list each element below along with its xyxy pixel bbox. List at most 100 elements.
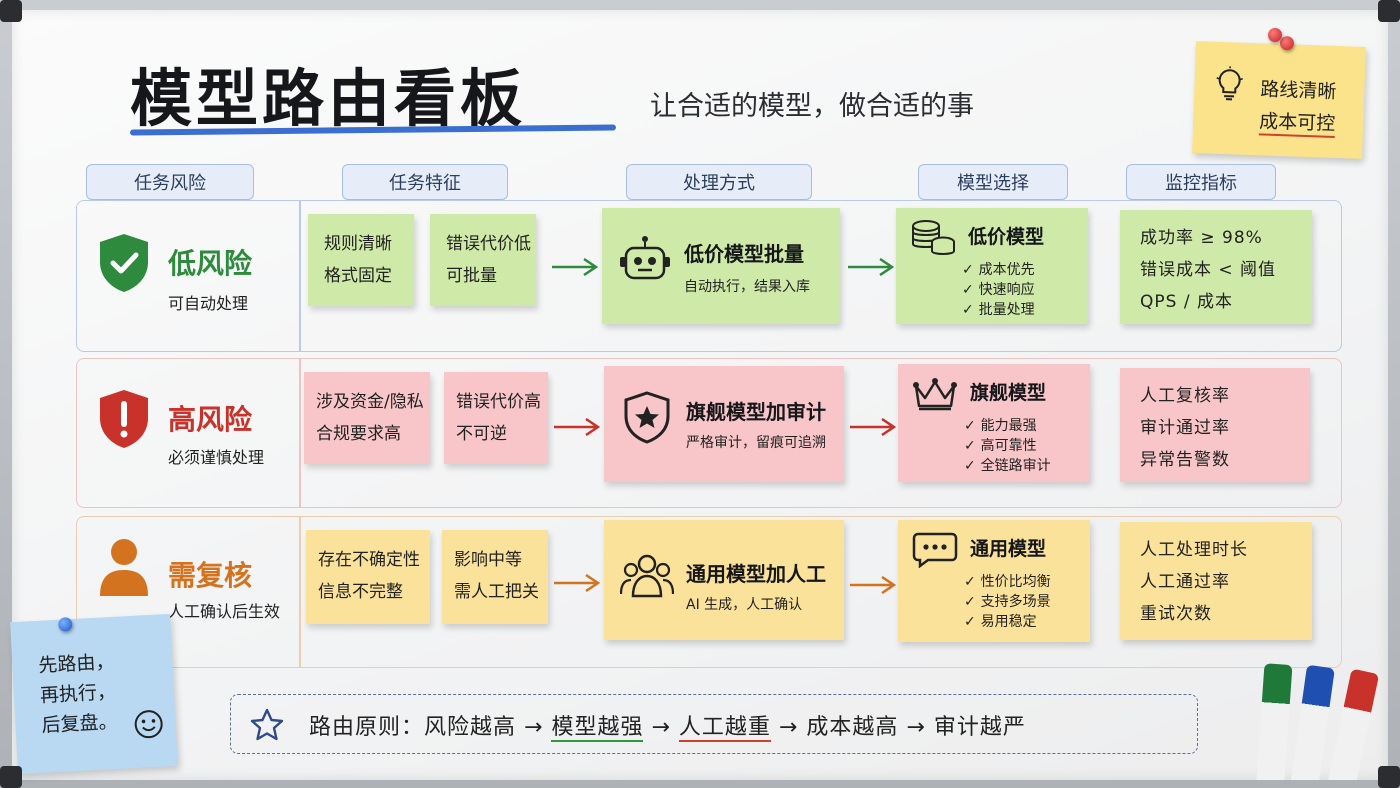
frame-corner [1378,766,1400,788]
row-divider [299,517,301,667]
pin-icon [1279,36,1295,51]
model-card-high: 旗舰模型 能力最强 高可靠性 全链路审计 [898,364,1090,482]
principle-arrow: → [778,715,799,740]
principle-step: 模型越强 [551,715,644,742]
feature-text: 影响中等 需人工把关 [454,550,539,602]
pin-icon [57,617,73,632]
coins-icon [912,220,955,255]
arrow-right-icon [850,418,896,436]
model-point: 成本优先 [962,260,1035,280]
model-point: 全链路审计 [964,456,1051,476]
feature-text: 错误代价低 可批量 [446,234,531,286]
page-title: 模型路由看板 [130,62,527,135]
frame-corner [0,0,22,22]
process-card-review: 通用模型加人工 AI 生成，人工确认 [604,520,844,640]
feature-note: 涉及资金/隐私 合规要求高 [304,372,430,464]
shield-star-icon [624,391,670,444]
principle-arrow: → [906,715,926,740]
model-point: 批量处理 [962,300,1035,320]
process-sub: 严格审计，留痕可追溯 [686,435,826,451]
sticky-note-route: 路线清晰 成本可控 [1192,36,1366,159]
feature-note: 影响中等 需人工把关 [442,530,548,624]
model-title: 低价模型 [968,226,1045,248]
model-point: 易用稳定 [964,612,1051,632]
process-title: 旗舰模型加审计 [686,400,826,424]
frame-corner [1378,0,1400,22]
risk-sub-low: 可自动处理 [168,294,249,313]
process-card-low: 低价模型批量 自动执行，结果入库 [602,208,840,324]
process-sub: 自动执行，结果入库 [684,279,810,295]
arrow-right-icon [554,574,600,592]
row-divider [299,201,301,351]
feature-text: 规则清晰 格式固定 [324,234,392,286]
model-card-low: 低价模型 成本优先 快速响应 批量处理 [896,208,1088,324]
row-review [76,516,1342,668]
model-points: 成本优先 快速响应 批量处理 [962,260,1035,320]
principle-step: 人工越重 [678,715,771,742]
model-point: 能力最强 [964,416,1051,436]
column-header-feature: 任务特征 [342,164,508,200]
note-line-1: 路线清晰 [1259,78,1337,103]
principle-arrow: → [524,715,544,740]
person-icon [100,539,148,596]
red-marker [1324,668,1380,780]
model-point: 快速响应 [962,280,1035,300]
smiley-icon [134,710,163,739]
feature-text: 涉及资金/隐私 合规要求高 [316,392,424,444]
routing-principle-bar: 路由原则：风险越高 → 模型越强 → 人工越重 → 成本越高 → 审计越严 [230,694,1198,754]
lightbulb-icon [1216,66,1243,101]
arrow-right-icon [850,576,896,594]
column-header-risk: 任务风险 [86,164,254,200]
feature-note: 规则清晰 格式固定 [308,214,414,306]
metric-text: 人工复核率 审计通过率 异常告警数 [1140,386,1230,470]
routine-text: 先路由， 再执行， 后复盘。 [37,650,119,737]
robot-icon [620,236,670,280]
process-sub: AI 生成，人工确认 [686,597,803,613]
people-icon [620,554,674,598]
risk-title-high: 高风险 [168,403,253,436]
model-points: 性价比均衡 支持多场景 易用稳定 [964,572,1051,632]
arrow-right-icon [848,258,894,276]
model-title: 通用模型 [970,538,1047,560]
process-title: 通用模型加人工 [686,562,826,586]
risk-title-low: 低风险 [168,247,253,280]
green-marker [1255,663,1293,780]
model-card-review: 通用模型 性价比均衡 支持多场景 易用稳定 [898,520,1090,642]
feature-note: 存在不确定性 信息不完整 [306,530,430,624]
principle-prefix: 路由原则：风险越高 [309,715,517,740]
model-point: 高可靠性 [964,436,1051,456]
metric-card-low: 成功率 ≥ 98% 错误成本 < 阈值 QPS / 成本 [1120,210,1312,324]
row-divider [299,359,301,507]
model-title: 旗舰模型 [970,382,1047,404]
metric-card-review: 人工处理时长 人工通过率 重试次数 [1120,522,1312,640]
feature-note: 错误代价高 不可逆 [444,372,548,464]
metric-card-high: 人工复核率 审计通过率 异常告警数 [1120,368,1310,482]
model-point: 性价比均衡 [964,572,1051,592]
risk-sub-review: 人工确认后生效 [168,602,281,621]
blue-marker [1289,664,1335,780]
row-low-risk [76,200,1342,352]
risk-sub-high: 必须谨慎处理 [168,448,265,467]
note-line-2: 成本可控 [1258,109,1336,138]
shield-alert-icon [100,390,148,448]
whiteboard: 模型路由看板 让合适的模型，做合适的事 路线清晰 成本可控 任务风险 任务特征 … [12,10,1388,780]
principle-arrow: → [651,715,671,740]
shield-check-icon [100,234,148,292]
routing-principle-text: 路由原则：风险越高 → 模型越强 → 人工越重 → 成本越高 → 审计越严 [309,709,1026,742]
column-header-metric: 监控指标 [1126,164,1276,200]
feature-text: 错误代价高 不可逆 [456,392,541,444]
model-point: 支持多场景 [964,592,1051,612]
feature-note: 错误代价低 可批量 [430,214,536,306]
principle-step: 成本越高 [806,715,899,740]
sticky-note-routine: 先路由， 再执行， 后复盘。 [10,613,178,775]
row-high-risk [76,358,1342,508]
frame-corner [0,766,22,788]
process-card-high: 旗舰模型加审计 严格审计，留痕可追溯 [604,366,844,482]
column-header-process: 处理方式 [626,164,812,200]
chat-bubble-icon [912,532,958,568]
crown-icon [913,378,957,411]
risk-title-review: 需复核 [168,559,253,592]
process-title: 低价模型批量 [684,242,804,266]
model-points: 能力最强 高可靠性 全链路审计 [964,416,1051,476]
